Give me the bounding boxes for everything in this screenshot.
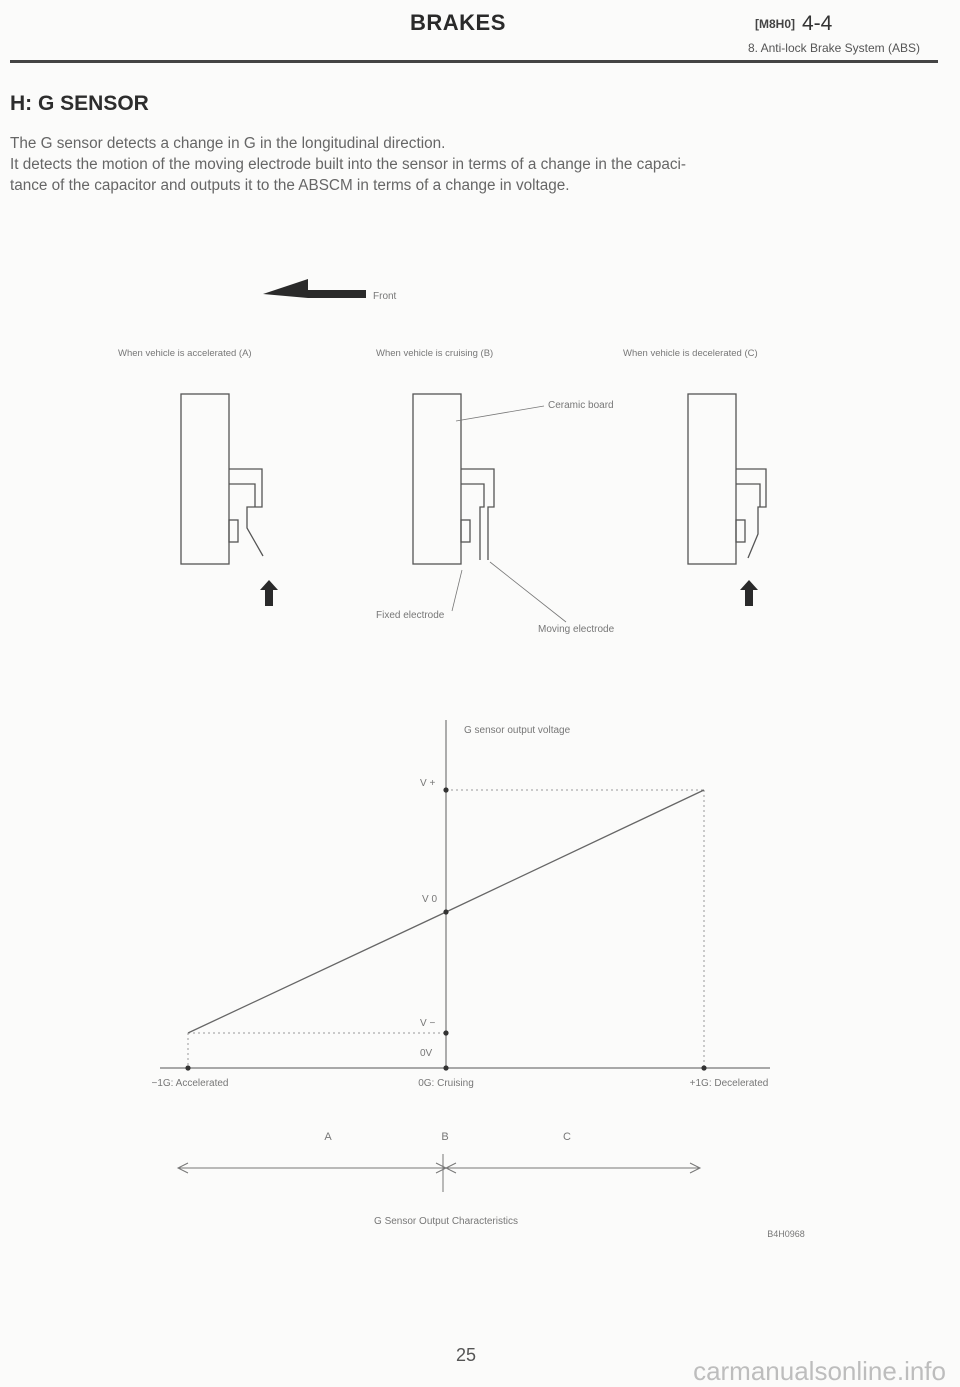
header-title: BRAKES	[410, 10, 506, 35]
y-axis-label: G sensor output voltage	[464, 725, 571, 736]
section-title: H: G SENSOR	[10, 92, 149, 115]
figure-id: B4H0968	[767, 1229, 805, 1239]
sensor-figure: Front When vehicle is accelerated (A) Wh…	[118, 279, 767, 635]
y-tick-dot	[443, 1030, 449, 1036]
x-tick-0g: 0G: Cruising	[418, 1078, 474, 1089]
paragraph-line-2: It detects the motion of the moving elec…	[10, 156, 686, 173]
chart-axes	[160, 720, 770, 1070]
front-arrow	[263, 279, 366, 298]
y-tick-v0: V 0	[422, 894, 437, 905]
sensor-b-diagram	[412, 393, 495, 565]
page-number: 25	[456, 1345, 477, 1365]
state-a-label: When vehicle is accelerated (A)	[118, 348, 252, 359]
sensor-a-diagram	[180, 393, 264, 565]
header-rule	[10, 60, 938, 63]
chart-marks	[185, 787, 707, 1071]
arrow-up-icon	[740, 580, 758, 606]
x-tick-minus1g: −1G: Accelerated	[152, 1078, 229, 1089]
state-c-label: When vehicle is decelerated (C)	[623, 348, 758, 359]
paragraph-line-1: The G sensor detects a change in G in th…	[10, 135, 446, 152]
x-tick-plus1g: +1G: Decelerated	[690, 1078, 769, 1089]
x-tick-dot	[185, 1065, 191, 1071]
header-subtitle: 8. Anti-lock Brake System (ABS)	[747, 41, 920, 55]
header-code: [M8H0]	[755, 17, 796, 31]
y-tick-0v: 0V	[420, 1048, 433, 1059]
leader-lines	[451, 405, 567, 623]
arrow-up-icon	[260, 580, 278, 606]
ceramic-board-label: Ceramic board	[548, 400, 614, 411]
front-label: Front	[373, 291, 397, 302]
sensor-c-diagram	[687, 393, 767, 565]
region-a-label: A	[324, 1131, 332, 1143]
watermark-text: carmanualsonline.info	[693, 1356, 946, 1386]
region-b-label: B	[441, 1131, 448, 1143]
y-tick-dot	[443, 909, 449, 915]
moving-electrode-label: Moving electrode	[538, 624, 615, 635]
fixed-electrode-label: Fixed electrode	[376, 610, 445, 621]
header-section-number: 4-4	[802, 12, 833, 35]
region-c-label: C	[563, 1131, 571, 1143]
x-tick-dot	[443, 1065, 449, 1071]
y-tick-vminus: V −	[420, 1018, 435, 1029]
x-tick-dot	[701, 1065, 707, 1071]
g-sensor-chart: G sensor output voltage V + V 0 V − 0V −…	[152, 720, 805, 1239]
paragraph-line-3: tance of the capacitor and outputs it to…	[10, 177, 570, 194]
y-tick-vplus: V +	[420, 778, 435, 789]
y-tick-dot	[443, 787, 449, 793]
chart-caption: G Sensor Output Characteristics	[374, 1216, 518, 1227]
region-arrows	[176, 1154, 702, 1192]
state-b-label: When vehicle is cruising (B)	[376, 348, 493, 359]
